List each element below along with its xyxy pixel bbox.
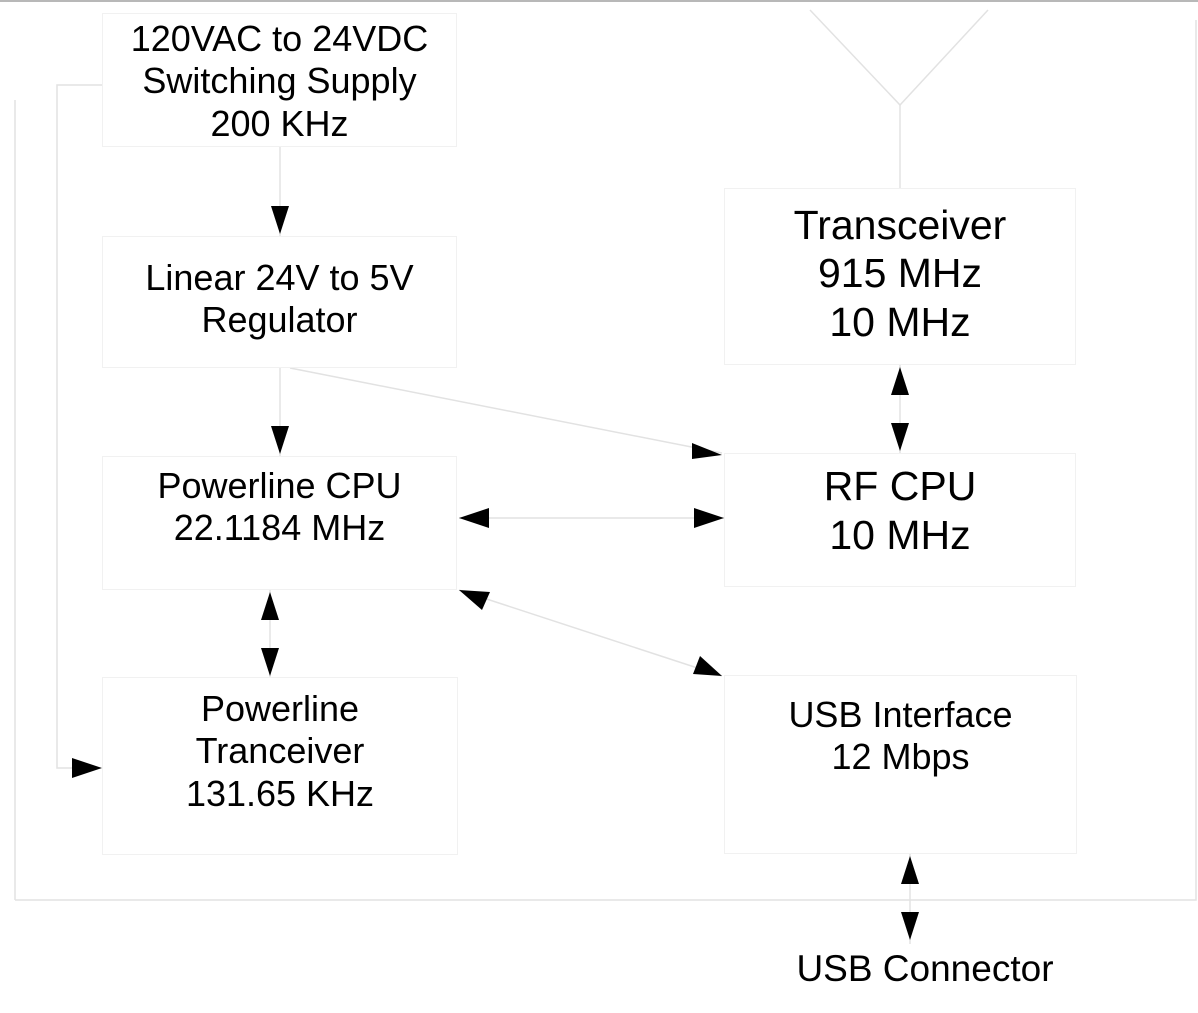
top-rule <box>0 0 1198 2</box>
arrow-down-linear-plcpu <box>271 426 289 454</box>
arrow-right-rfcpu <box>694 508 724 528</box>
supply-line-1: 120VAC to 24VDC <box>130 18 429 59</box>
rfcpu-line-2: 10 MHz <box>829 512 971 559</box>
wire-supply-loop <box>56 84 102 769</box>
arrow-right-pltrx <box>72 758 102 778</box>
arrow-down-connector <box>901 912 919 940</box>
arrow-up-usb <box>901 856 919 884</box>
pltrx-line-3: 131.65 KHz <box>185 772 375 814</box>
plcpu-line-1: Powerline CPU <box>157 465 402 506</box>
arrow-up-plcpu-diagonal <box>459 590 490 610</box>
arrow-right-linear-rfcpu <box>692 443 722 459</box>
antenna-symbol <box>809 9 989 107</box>
pltrx-line-1: Powerline <box>200 688 360 729</box>
arrow-down-rfcpu <box>891 423 909 451</box>
trx-line-2: 915 MHz <box>817 250 983 297</box>
powerline-cpu-block: Powerline CPU 22.1184 MHz <box>102 456 457 590</box>
wire-plcpu-usb <box>458 589 723 677</box>
linear-line-2: Regulator <box>201 299 358 340</box>
trx-line-1: Transceiver <box>793 201 1007 248</box>
usb-interface-block: USB Interface 12 Mbps <box>724 675 1077 854</box>
arrow-left-plcpu <box>459 508 489 528</box>
rf-cpu-block: RF CPU 10 MHz <box>724 453 1076 587</box>
usb-line-2: 12 Mbps <box>831 736 970 778</box>
switching-supply-block: 120VAC to 24VDC Switching Supply 200 KHz <box>102 13 457 147</box>
trx-line-3: 10 MHz <box>829 298 971 345</box>
supply-line-2: Switching Supply <box>142 60 417 102</box>
bottom-boundary <box>15 20 1197 901</box>
pltrx-line-2: Tranceiver <box>195 730 365 772</box>
plcpu-line-2: 22.1184 MHz <box>173 507 386 549</box>
arrow-up-trx <box>891 367 909 395</box>
arrow-up-plcpu <box>261 592 279 620</box>
usb-line-1: USB Interface <box>788 694 1013 735</box>
transceiver-block: Transceiver 915 MHz 10 MHz <box>724 188 1076 365</box>
usb-connector-label: USB Connector <box>796 948 1054 989</box>
arrow-down-pltrx <box>261 648 279 676</box>
supply-line-3: 200 KHz <box>210 102 349 144</box>
arrow-down-usb-diagonal <box>693 656 722 676</box>
wire-linear-rfcpu <box>289 367 723 454</box>
linear-line-1: Linear 24V to 5V <box>145 256 414 298</box>
rfcpu-line-1: RF CPU <box>823 463 977 509</box>
arrow-down-supply-linear <box>271 206 289 234</box>
powerline-tranceiver-block: Powerline Tranceiver 131.65 KHz <box>102 677 458 855</box>
linear-regulator-block: Linear 24V to 5V Regulator <box>102 236 457 368</box>
